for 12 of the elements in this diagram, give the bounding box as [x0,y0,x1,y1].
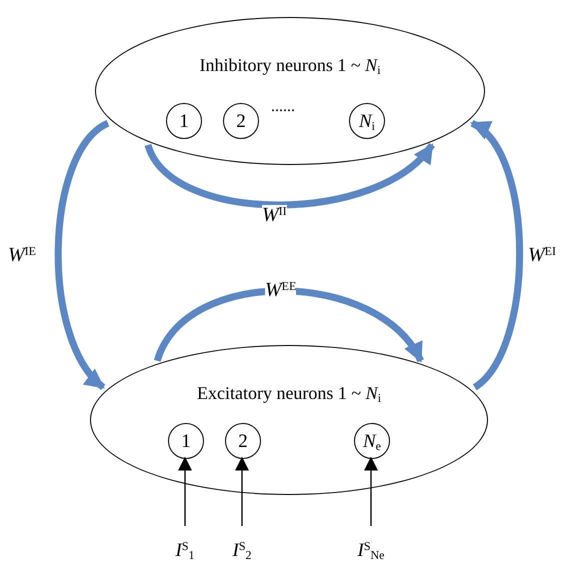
ellipsis-label: ...... [271,99,295,115]
neuron-population-ellipse [90,345,488,495]
arrow [235,456,249,526]
neuron-population-ellipse [95,17,485,165]
population-title: Excitatory neurons 1 ~ N$_{i}$ [196,384,382,402]
curved-arrow [154,287,424,363]
arrow [364,456,378,526]
arrow [178,456,192,526]
population-title: Inhibitory neurons 1 ~ N$_{i}$ [199,56,381,74]
curved-arrow [470,120,524,390]
curved-arrow [144,142,435,208]
curved-arrow [54,120,110,390]
